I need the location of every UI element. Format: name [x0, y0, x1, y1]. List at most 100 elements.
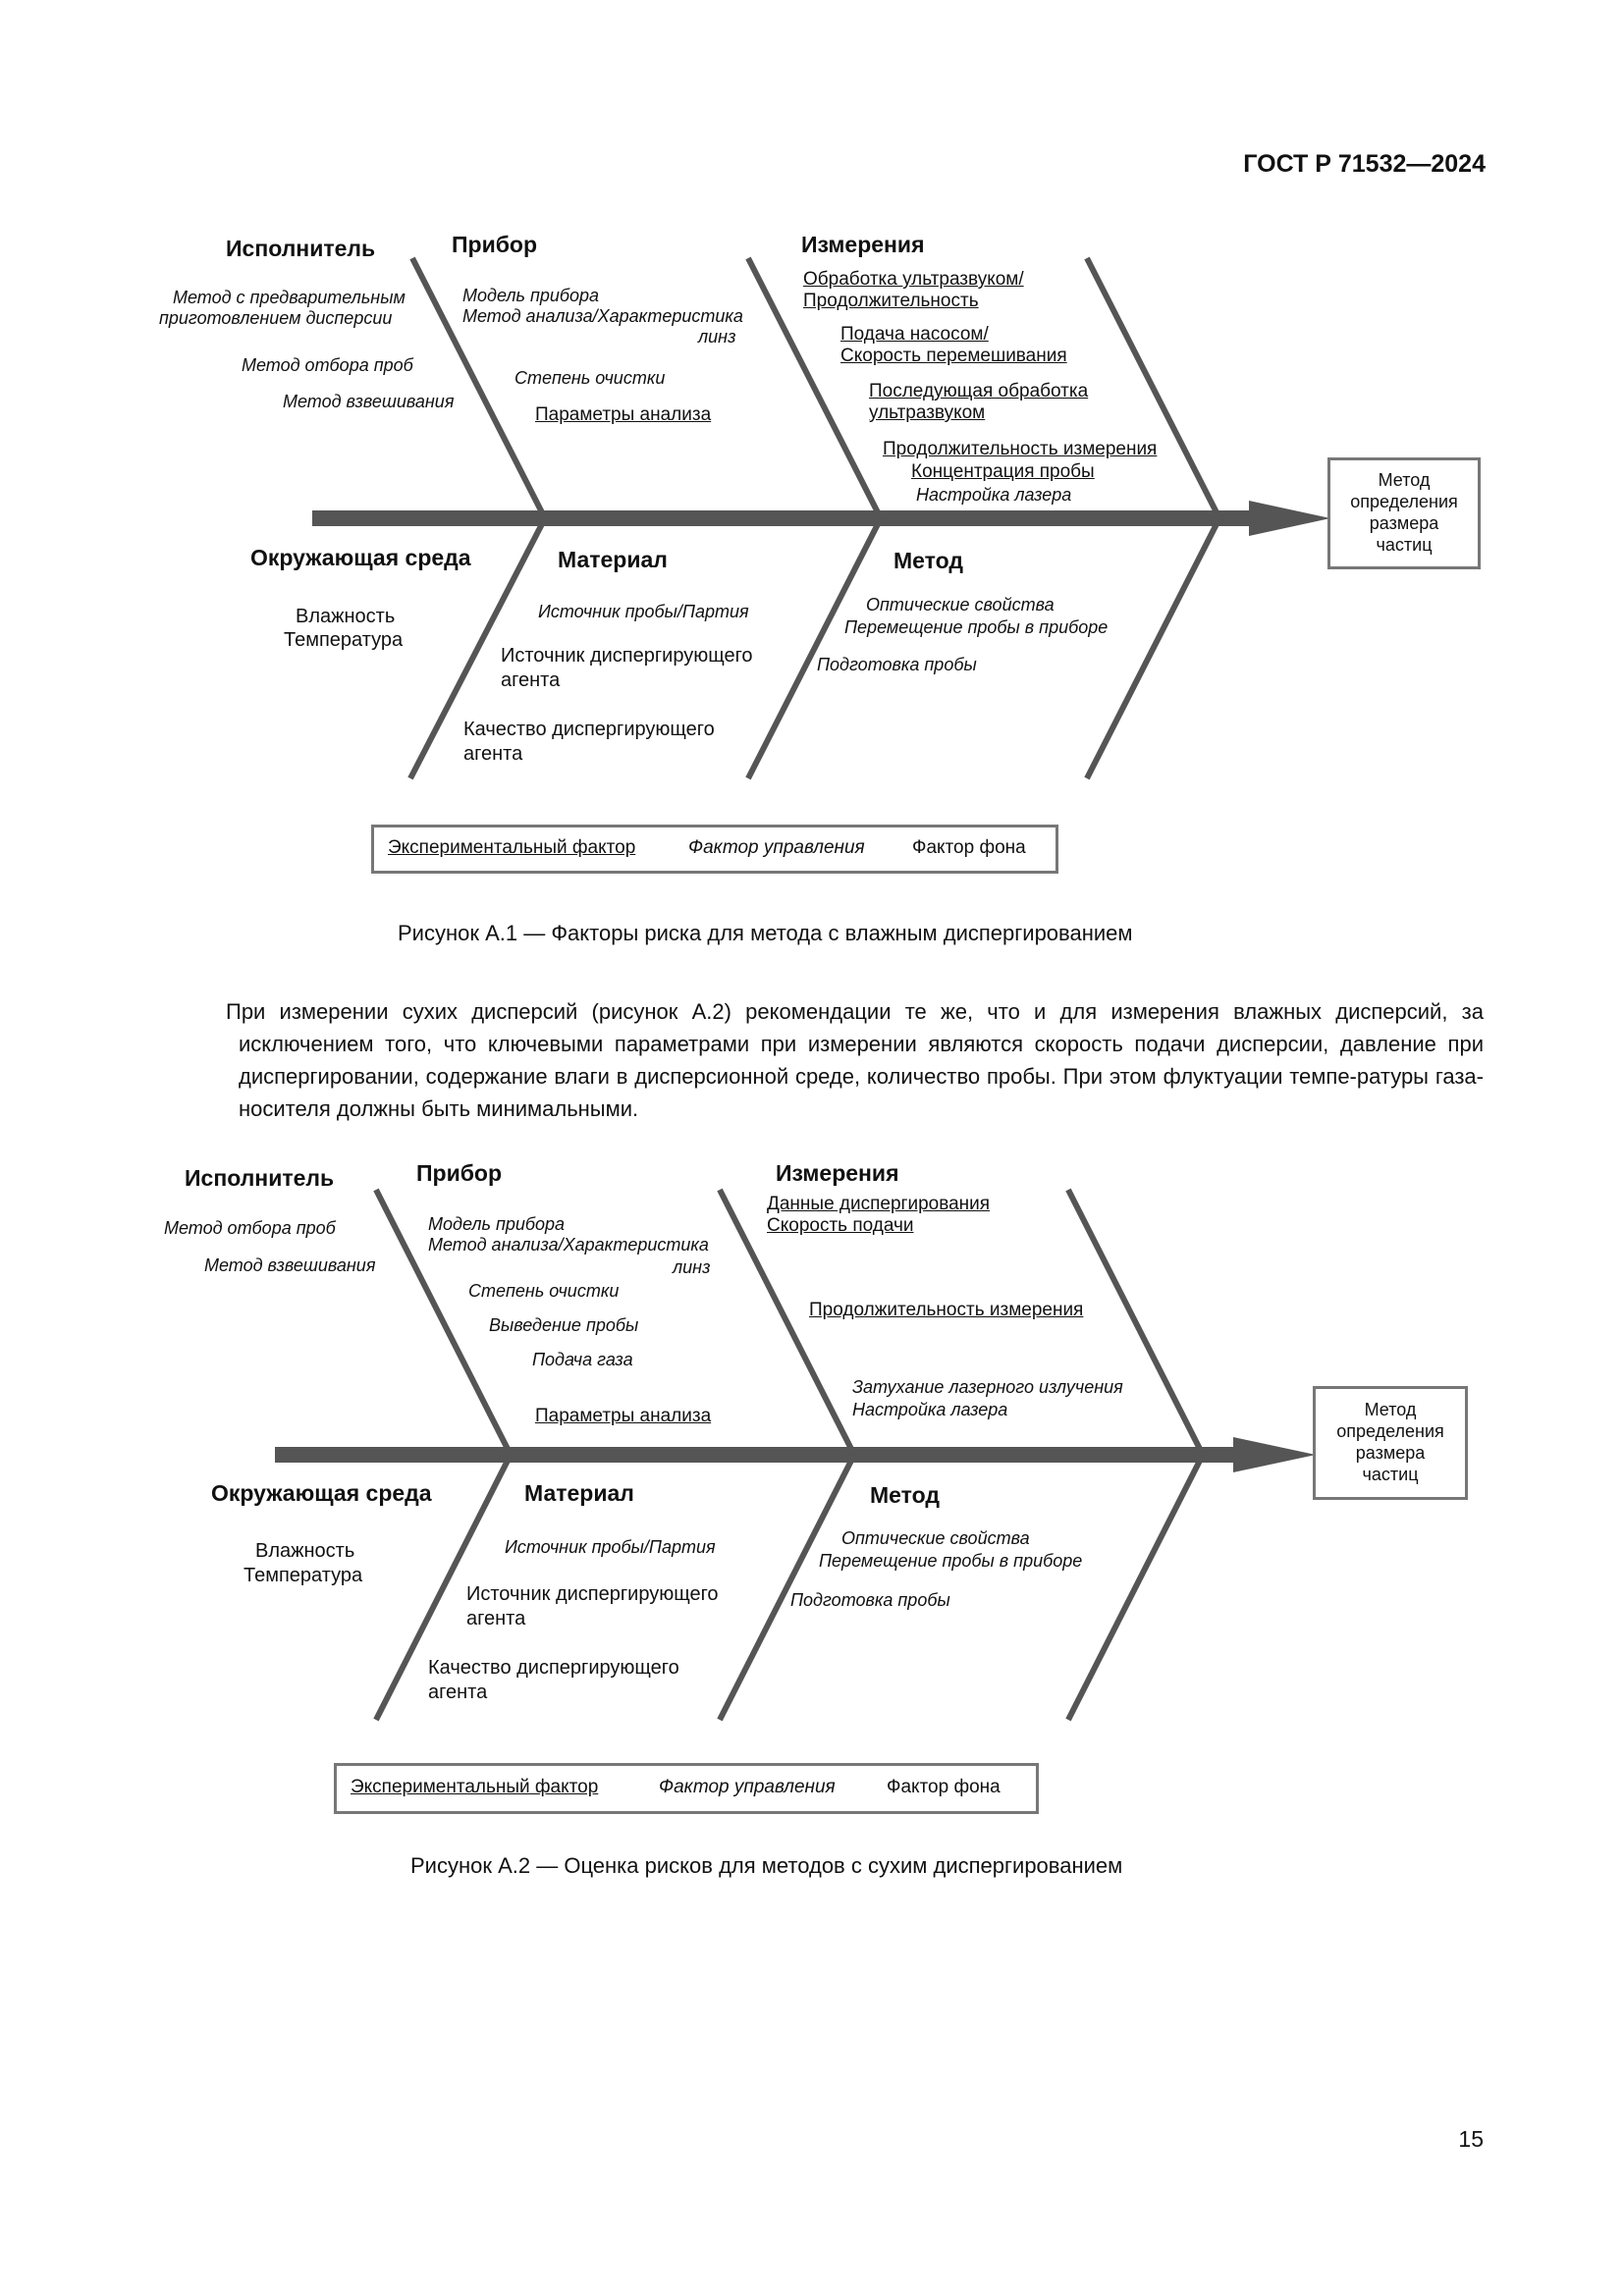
figure1-bone-environment	[407, 516, 548, 780]
method-item: Оптические свойства	[866, 595, 1055, 614]
instrument-item: Метод анализа/Характеристика	[428, 1235, 709, 1255]
material-item: агента	[466, 1608, 526, 1629]
material-item: Качество диспергирующего	[463, 719, 715, 740]
instrument-item: Модель прибора	[428, 1214, 566, 1234]
category-performer: Исполнитель	[226, 236, 376, 261]
instrument-item: линз	[673, 1257, 711, 1277]
category-environment: Окружающая среда	[211, 1480, 432, 1506]
effect-line: определения	[1336, 1421, 1444, 1441]
figure1-bone-measurement	[745, 256, 884, 520]
material-item: Источник пробы/Партия	[505, 1537, 716, 1557]
measurement-item: Продолжительность измерения	[883, 439, 1158, 459]
category-measurement: Измерения	[801, 232, 925, 257]
figure2-bone-method	[1065, 1453, 1206, 1722]
legend-experimental: Экспериментальный фактор	[351, 1777, 599, 1797]
figure1-bone-method	[1084, 516, 1222, 780]
performer-item: Метод отбора проб	[164, 1218, 336, 1238]
effect-line: частиц	[1362, 1465, 1419, 1484]
material-item: агента	[501, 669, 561, 691]
figure2-lines	[275, 1188, 1316, 1722]
figure1-bone-material	[745, 516, 884, 780]
figure2-effect-box: Метод определения размера частиц	[1313, 1386, 1468, 1500]
figure1-lines	[312, 256, 1330, 780]
measurement-item: Затухание лазерного излучения	[852, 1377, 1123, 1397]
page-number: 15	[1458, 2126, 1484, 2152]
method-item: Перемещение пробы в приборе	[819, 1551, 1083, 1571]
measurement-item: Концентрация пробы	[911, 461, 1095, 482]
figure2-bone-instrument	[1065, 1188, 1206, 1457]
performer-item: Метод взвешивания	[283, 392, 455, 411]
figure1-bone-instrument	[1084, 256, 1222, 520]
standard-number: ГОСТ Р 71532—2024	[1243, 150, 1486, 178]
instrument-item: Степень очистки	[468, 1281, 620, 1301]
measurement-item: Скорость подачи	[767, 1215, 914, 1236]
figure2-bone-measurement	[717, 1188, 857, 1457]
legend-control: Фактор управления	[688, 837, 865, 858]
measurement-item: Подача насосом/	[840, 324, 989, 345]
category-method: Метод	[893, 548, 963, 573]
paragraph-text: При измерении сухих дисперсий (рисунок А…	[226, 999, 1484, 1121]
effect-line: Метод	[1364, 1400, 1417, 1419]
figure1-effect-box: Метод определения размера частиц	[1327, 457, 1481, 569]
method-item: Подготовка пробы	[790, 1590, 950, 1610]
method-item: Подготовка пробы	[817, 655, 977, 674]
instrument-item: Степень очистки	[514, 368, 666, 388]
measurement-item: ультразвуком	[869, 402, 986, 423]
category-performer: Исполнитель	[185, 1165, 335, 1191]
figure1-caption: Рисунок А.1 — Факторы риска для метода с…	[398, 921, 1133, 945]
material-item: Качество диспергирующего	[428, 1657, 679, 1679]
instrument-item: Параметры анализа	[535, 404, 712, 425]
legend-experimental: Экспериментальный фактор	[388, 837, 636, 858]
effect-line: Метод	[1378, 470, 1431, 490]
measurement-item: Продолжительность измерения	[809, 1300, 1084, 1320]
body-paragraph: При измерении сухих дисперсий (рисунок А…	[226, 995, 1484, 1125]
material-item: Источник диспергирующего	[466, 1583, 719, 1605]
performer-item: Метод с предварительным	[173, 288, 406, 307]
material-item: агента	[428, 1682, 488, 1703]
figure2-bone-material	[717, 1453, 857, 1722]
environment-item: Температура	[244, 1565, 363, 1586]
performer-item: приготовлением дисперсии	[159, 308, 393, 328]
category-material: Материал	[524, 1480, 634, 1506]
measurement-item: Последующая обработка	[869, 381, 1089, 401]
figure1-bone-performer	[409, 256, 548, 520]
effect-line: размера	[1355, 1443, 1426, 1463]
figure2-bone-performer	[373, 1188, 514, 1457]
effect-line: частиц	[1376, 535, 1433, 555]
figure1-legend: Экспериментальный фактор Фактор управлен…	[371, 825, 1058, 874]
instrument-item: Параметры анализа	[535, 1406, 712, 1426]
figure2-caption: Рисунок А.2 — Оценка рисков для методов …	[410, 1853, 1123, 1878]
material-item: Источник диспергирующего	[501, 645, 753, 667]
effect-line: определения	[1350, 492, 1458, 511]
environment-item: Температура	[284, 629, 404, 651]
legend-background: Фактор фона	[887, 1777, 1001, 1797]
category-instrument: Прибор	[416, 1160, 503, 1186]
category-method: Метод	[870, 1482, 940, 1508]
figure2-arrowhead	[1233, 1437, 1316, 1472]
category-material: Материал	[558, 547, 668, 572]
instrument-item: Метод анализа/Характеристика	[462, 306, 743, 326]
legend-background: Фактор фона	[912, 837, 1026, 858]
performer-item: Метод взвешивания	[204, 1255, 376, 1275]
measurement-item: Продолжительность	[803, 291, 979, 311]
measurement-item: Скорость перемешивания	[840, 346, 1067, 366]
legend-control: Фактор управления	[659, 1777, 836, 1797]
instrument-item: Модель прибора	[462, 286, 600, 305]
method-item: Перемещение пробы в приборе	[844, 617, 1109, 637]
performer-item: Метод отбора проб	[242, 355, 413, 375]
measurement-item: Настройка лазера	[852, 1400, 1008, 1419]
category-instrument: Прибор	[452, 232, 538, 257]
measurement-item: Данные диспергирования	[767, 1194, 991, 1214]
instrument-item: Выведение пробы	[489, 1315, 639, 1335]
environment-item: Влажность	[255, 1540, 355, 1562]
figure2-legend: Экспериментальный фактор Фактор управлен…	[334, 1763, 1039, 1814]
method-item: Оптические свойства	[841, 1528, 1030, 1548]
measurement-item: Обработка ультразвуком/	[803, 269, 1024, 290]
material-item: агента	[463, 743, 523, 765]
category-measurement: Измерения	[776, 1160, 899, 1186]
measurement-item: Настройка лазера	[916, 485, 1072, 505]
instrument-item: линз	[698, 327, 736, 347]
figure1-arrowhead	[1249, 501, 1330, 536]
effect-line: размера	[1369, 513, 1439, 533]
